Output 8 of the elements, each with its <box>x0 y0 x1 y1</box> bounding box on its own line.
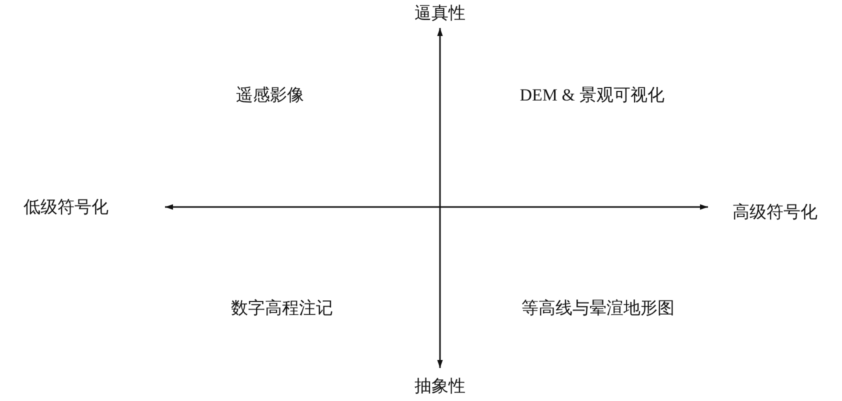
quadrant-label: DEM & 景观可视化 <box>520 84 664 106</box>
axis-label: 高级符号化 <box>732 202 818 224</box>
axis-label: 逼真性 <box>414 2 466 24</box>
axis-label: 抽象性 <box>414 376 466 398</box>
quadrant-label: 数字高程注记 <box>231 298 333 320</box>
quadrant-label: 遥感影像 <box>236 84 304 106</box>
axis-label: 低级符号化 <box>24 196 108 218</box>
quadrant-label: 等高线与晕渲地形图 <box>522 298 674 320</box>
